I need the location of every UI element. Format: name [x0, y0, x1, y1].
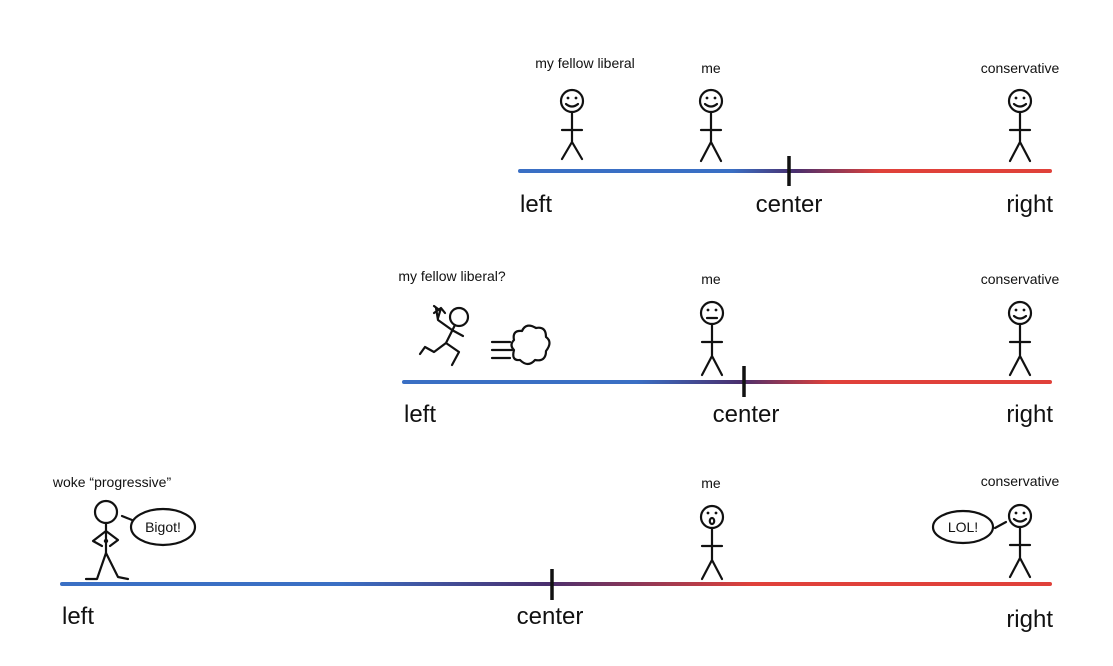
stick-body — [1008, 110, 1032, 163]
axis-left-label: left — [62, 603, 94, 630]
speech-text: LOL! — [948, 519, 978, 535]
running-figure-icon — [418, 304, 470, 367]
axis-center-label: center — [713, 401, 780, 428]
figure-label: me — [701, 475, 721, 491]
stick-body — [1008, 525, 1032, 579]
axis-right-label: right — [1006, 606, 1053, 633]
figure-label: woke “progressive” — [52, 474, 172, 490]
axis-right-label: right — [1006, 401, 1053, 428]
stick-body — [560, 110, 584, 161]
speech-bubble: LOL! — [931, 509, 1008, 545]
stick-figure-conservative: conservative — [981, 60, 1060, 163]
smiley-face-icon — [1007, 88, 1033, 114]
stick-body — [700, 322, 724, 377]
axis-left-label: left — [520, 191, 552, 218]
figure-label: me — [701, 271, 721, 287]
stick-figure-me: me — [698, 60, 724, 163]
stick-figure-running-liberal: my fellow liberal? — [398, 268, 551, 367]
dust-cloud-icon — [490, 324, 551, 366]
speech-bubble: Bigot! — [120, 507, 197, 547]
speech-text: Bigot! — [145, 519, 181, 535]
smiley-face-icon — [1007, 300, 1033, 326]
smiley-face-icon — [1007, 503, 1033, 529]
stick-body — [700, 526, 724, 581]
figure-label: conservative — [981, 271, 1060, 287]
panel-1: left center right my fellow liberal me — [518, 55, 1060, 218]
stick-figure-me: me — [699, 271, 725, 377]
stick-figure-conservative: conservative — [981, 271, 1060, 377]
axis-left-label: left — [404, 401, 436, 428]
stick-figure-conservative: conservative LOL! — [931, 473, 1060, 579]
shocked-face-icon — [699, 504, 725, 530]
smiley-face-icon — [698, 88, 724, 114]
axis-center-label: center — [517, 603, 584, 630]
angry-figure-icon — [84, 499, 130, 581]
neutral-face-icon — [699, 300, 725, 326]
smiley-face-icon — [559, 88, 585, 114]
stick-figure-fellow-liberal: my fellow liberal — [535, 55, 635, 161]
figure-label: my fellow liberal — [535, 55, 635, 71]
axis-right-label: right — [1006, 191, 1053, 218]
axis-center-label: center — [756, 191, 823, 218]
figure-label: conservative — [981, 473, 1060, 489]
stick-figure-woke-progressive: woke “progressive” Bigot! — [52, 474, 197, 581]
panel-3: left center right woke “progressive” Big… — [52, 473, 1060, 633]
stick-body — [699, 110, 723, 163]
figure-label: my fellow liberal? — [398, 268, 506, 284]
figure-label: conservative — [981, 60, 1060, 76]
stick-body — [1008, 322, 1032, 377]
panel-2: left center right my fellow liberal? me — [398, 268, 1059, 428]
figure-label: me — [701, 60, 721, 76]
stick-figure-me: me — [699, 475, 725, 581]
